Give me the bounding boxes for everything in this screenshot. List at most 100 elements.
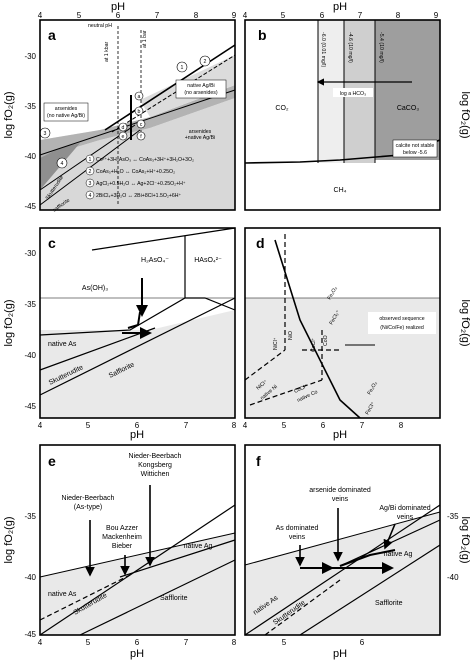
svg-text:observed sequence: observed sequence — [379, 316, 424, 322]
svg-text:pH: pH — [130, 648, 144, 660]
svg-text:-6.0 (0.01 mg/l): -6.0 (0.01 mg/l) — [320, 32, 326, 67]
svg-text:8: 8 — [232, 638, 237, 647]
svg-text:5: 5 — [86, 421, 91, 430]
svg-text:1: 1 — [89, 157, 92, 163]
a-arsenides-label: arsenides (no native Ag/Bi) — [43, 102, 89, 122]
svg-text:native Ag/Bi: native Ag/Bi — [187, 83, 214, 89]
svg-text:-35: -35 — [24, 300, 36, 309]
svg-text:CoO: CoO — [323, 335, 329, 346]
panel-a: pH 4 5 6 7 8 9 a neutral pH at 1 kbar at… — [3, 1, 237, 214]
svg-text:at 1 bar: at 1 bar — [142, 30, 148, 48]
a-top-ticks: 4 5 6 7 8 9 — [38, 11, 237, 20]
svg-text:4: 4 — [89, 193, 92, 199]
svg-text:c: c — [140, 122, 143, 128]
svg-text:5: 5 — [86, 638, 91, 647]
a-point-markers: a b c d e f — [118, 91, 146, 141]
svg-text:NiO: NiO — [288, 331, 294, 340]
svg-text:f: f — [256, 453, 261, 469]
svg-text:pH: pH — [333, 648, 347, 660]
svg-text:f: f — [140, 134, 142, 140]
svg-text:Co²⁺+3H₃AsO₃ ↔ CoAs₃+3H⁺+3H₂O+: Co²⁺+3H₃AsO₃ ↔ CoAs₃+3H⁺+3H₂O+3O₂ — [96, 157, 194, 163]
svg-text:CO₂: CO₂ — [275, 105, 289, 112]
svg-text:1: 1 — [181, 65, 184, 71]
svg-text:a: a — [138, 94, 141, 100]
panel-c: c H₂AsO₄⁻ HAsO₄²⁻ As(OH)₃ native As Skut… — [3, 227, 237, 441]
svg-text:Nieder-Beerbach: Nieder-Beerbach — [129, 453, 182, 460]
svg-text:log fO₂(g): log fO₂(g) — [459, 516, 471, 563]
svg-text:7: 7 — [155, 11, 160, 20]
svg-text:Safflorite: Safflorite — [160, 595, 188, 602]
svg-text:-40: -40 — [24, 351, 36, 360]
a-native-agbi-label: native Ag/Bi (no arsenides) — [175, 79, 227, 99]
svg-text:e: e — [48, 453, 56, 469]
svg-text:+native Ag/Bi: +native Ag/Bi — [185, 135, 215, 141]
svg-text:d: d — [122, 125, 125, 131]
svg-text:7: 7 — [360, 421, 365, 430]
svg-text:calcite not stable: calcite not stable — [396, 143, 435, 149]
svg-text:log fO₂(g): log fO₂(g) — [3, 299, 15, 346]
svg-text:4: 4 — [38, 421, 43, 430]
svg-text:-5.4 (10 mg/l): -5.4 (10 mg/l) — [378, 32, 384, 63]
svg-text:CoCl⁺: CoCl⁺ — [293, 383, 309, 395]
svg-text:-35: -35 — [24, 102, 36, 111]
svg-text:CoCl⁺: CoCl⁺ — [311, 337, 317, 352]
svg-text:H₂AsO₄⁻: H₂AsO₄⁻ — [141, 257, 169, 264]
svg-text:HAsO₄²⁻: HAsO₄²⁻ — [194, 257, 222, 264]
svg-text:-45: -45 — [24, 630, 36, 639]
a-reaction-circles: 1 2 3 4 — [39, 55, 211, 169]
panel-d: d NiCl⁺ NiO CoCl⁺ CoO Fe₂O₃ FeCl₂⁺ NiCl⁺… — [243, 227, 471, 441]
svg-text:4: 4 — [38, 11, 43, 20]
svg-text:As dominated: As dominated — [276, 525, 319, 532]
svg-text:6: 6 — [321, 421, 326, 430]
svg-text:6: 6 — [320, 11, 325, 20]
svg-text:7: 7 — [184, 421, 189, 430]
svg-text:arsenides: arsenides — [55, 106, 78, 112]
svg-text:Bieber: Bieber — [112, 543, 133, 550]
a-neutral: neutral pH — [88, 23, 112, 29]
svg-text:2: 2 — [204, 59, 207, 65]
svg-text:veins: veins — [289, 534, 306, 541]
svg-text:Kongsberg: Kongsberg — [138, 462, 172, 469]
svg-text:veins: veins — [397, 514, 414, 521]
svg-text:4: 4 — [61, 161, 64, 167]
svg-text:log fO₂(g): log fO₂(g) — [459, 299, 471, 346]
svg-text:native As: native As — [48, 591, 77, 598]
svg-text:log fO₂(g): log fO₂(g) — [3, 516, 15, 563]
svg-text:6: 6 — [135, 638, 140, 647]
svg-text:b: b — [258, 27, 267, 43]
svg-text:6: 6 — [360, 638, 365, 647]
svg-text:Nieder-Beerbach: Nieder-Beerbach — [62, 495, 115, 502]
svg-text:5: 5 — [281, 11, 286, 20]
svg-text:below -5.6: below -5.6 — [403, 150, 427, 156]
svg-text:(As-type): (As-type) — [74, 504, 102, 511]
svg-text:4: 4 — [243, 11, 248, 20]
svg-text:3: 3 — [44, 131, 47, 137]
svg-text:pH: pH — [333, 429, 347, 441]
svg-text:pH: pH — [333, 1, 347, 13]
svg-text:Mackenheim: Mackenheim — [102, 534, 142, 541]
svg-text:AgCl₂+0.5H₂O ↔ Ag+2Cl⁻+0.25O₂+: AgCl₂+0.5H₂O ↔ Ag+2Cl⁻+0.25O₂+H⁺ — [96, 181, 186, 187]
svg-text:5: 5 — [282, 638, 287, 647]
svg-text:at 1 kbar: at 1 kbar — [104, 42, 110, 62]
panel-b: pH 4 5 6 7 8 9 b -6.0 (0.01 mg/l) -4.6 (… — [243, 1, 471, 211]
svg-text:6: 6 — [116, 11, 121, 20]
svg-text:CaCO₃: CaCO₃ — [397, 105, 419, 112]
svg-text:Safflorite: Safflorite — [375, 600, 403, 607]
svg-text:log a HCO₃: log a HCO₃ — [340, 91, 366, 97]
svg-text:native Ag: native Ag — [384, 551, 413, 558]
svg-text:CH₄: CH₄ — [334, 187, 347, 194]
svg-text:2: 2 — [89, 169, 92, 175]
svg-text:-30: -30 — [24, 52, 36, 61]
svg-text:Wittichen: Wittichen — [141, 471, 170, 478]
svg-text:pH: pH — [130, 429, 144, 441]
svg-text:3: 3 — [89, 181, 92, 187]
svg-text:As(OH)₃: As(OH)₃ — [82, 285, 108, 292]
a-y-label: log fO₂(g) — [3, 91, 15, 138]
svg-text:NiCl⁺: NiCl⁺ — [273, 337, 279, 350]
svg-text:(no arsenides): (no arsenides) — [184, 90, 217, 96]
svg-text:8: 8 — [194, 11, 199, 20]
svg-text:4: 4 — [243, 421, 248, 430]
svg-text:b: b — [138, 109, 141, 115]
svg-text:7: 7 — [184, 638, 189, 647]
